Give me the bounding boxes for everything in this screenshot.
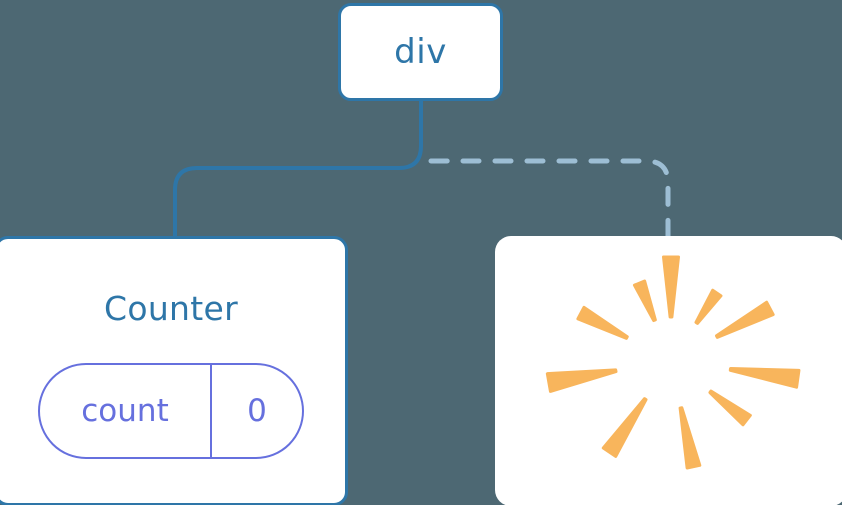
node-counter[interactable]: Counter count 0 [0, 236, 348, 505]
burst-ray-9 [576, 305, 629, 340]
edge-div-to-burst [428, 158, 671, 242]
burst-ray-6 [678, 406, 702, 470]
state-value-label: 0 [247, 393, 267, 429]
burst-ray-10 [632, 279, 657, 323]
node-div-label: div [394, 32, 447, 72]
burst-ray-5 [708, 389, 752, 427]
burst-ray-2 [694, 288, 723, 325]
burst-ray-group [545, 255, 801, 470]
burst-ray-8 [545, 368, 618, 393]
state-key-label: count [40, 365, 212, 457]
burst-ray-3 [714, 300, 775, 339]
burst-ray-4 [728, 366, 801, 389]
node-div[interactable]: div [338, 3, 503, 101]
node-burst[interactable] [495, 236, 842, 505]
state-pill-count[interactable]: count 0 [38, 363, 304, 459]
burst-ray-1 [662, 255, 680, 319]
node-counter-title: Counter [104, 289, 238, 328]
burst-ray-7 [601, 397, 648, 458]
edge-div-to-counter [173, 99, 423, 241]
sparkle-burst-icon [545, 255, 801, 470]
